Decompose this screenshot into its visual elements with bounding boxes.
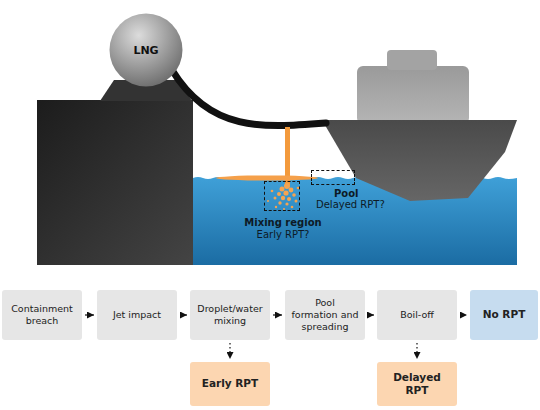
process-box: Pool formation and spreading — [285, 290, 365, 340]
node-label: Jet impact — [113, 309, 161, 321]
droplet-cloud — [267, 183, 299, 210]
node-label: Boil-off — [400, 309, 434, 321]
ship-hull — [322, 120, 517, 201]
ship-superstructure — [357, 66, 469, 124]
node-label: Containment breach — [8, 303, 76, 327]
process-box: Jet impact — [97, 290, 177, 340]
dotted-arrow — [416, 343, 417, 359]
region-note: Delayed RPT? — [316, 199, 385, 210]
dotted-arrow — [460, 314, 467, 315]
storage-tank: LNG — [109, 13, 183, 87]
node-label: Droplet/water mixing — [196, 303, 264, 327]
node-label: Delayed RPT — [383, 371, 451, 397]
node-label: Early RPT — [202, 377, 258, 390]
dotted-arrow — [229, 343, 230, 359]
process-box: Droplet/water mixing — [190, 290, 270, 340]
region-heading: Pool — [334, 188, 359, 199]
flow-arrow — [180, 314, 187, 315]
quay-block — [37, 100, 193, 265]
transfer-hose — [172, 70, 326, 126]
node-label: LNG — [133, 44, 158, 57]
process-box: Boil-off — [377, 290, 457, 340]
process-box: Containment breach — [2, 290, 82, 340]
outcome-box: Delayed RPT — [377, 362, 457, 406]
outcome-box: Early RPT — [190, 362, 270, 406]
flow-arrow — [273, 314, 282, 315]
mixing-region-box: Mixing regionEarly RPT? — [264, 181, 300, 211]
ship-bridge — [387, 50, 437, 70]
node-label: Pool formation and spreading — [291, 297, 359, 333]
node-label: No RPT — [483, 308, 526, 321]
region-note: Early RPT? — [233, 229, 333, 240]
outcome-box: No RPT — [470, 290, 538, 340]
pool-region-box: PoolDelayed RPT? — [311, 170, 355, 185]
region-heading: Mixing region — [233, 217, 333, 228]
flow-arrow — [85, 314, 94, 315]
lng-pool — [216, 175, 318, 180]
flow-arrow — [368, 314, 374, 315]
